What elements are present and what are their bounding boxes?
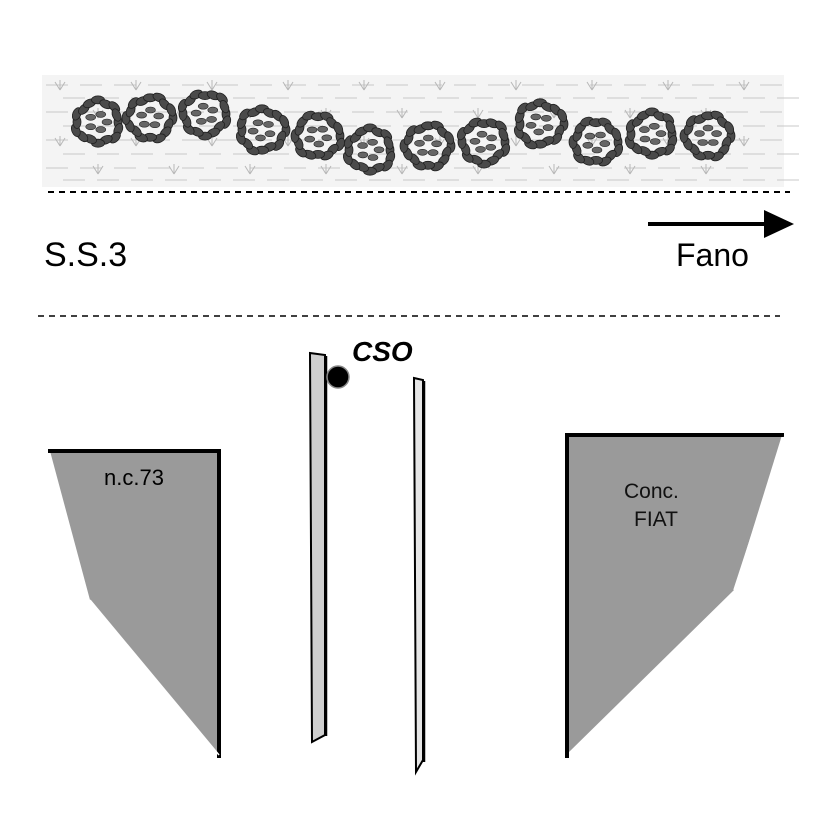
vegetation-strip — [42, 75, 799, 187]
channel-left — [308, 351, 328, 744]
hedge-icon — [70, 89, 736, 176]
arrow-right-icon — [648, 210, 794, 238]
parcel-right — [565, 433, 785, 758]
road-label: S.S.3 — [44, 236, 127, 274]
marker-label: CSO — [352, 336, 413, 367]
channel-right — [412, 376, 426, 776]
parcel-right-label-line1: Conc. — [624, 480, 679, 503]
parcel-left — [48, 449, 221, 758]
parcel-right-label-line2: FIAT — [634, 508, 678, 531]
filled-circle-icon — [326, 365, 350, 389]
parcel-left-label: n.c.73 — [104, 465, 164, 490]
direction-label: Fano — [676, 237, 749, 273]
